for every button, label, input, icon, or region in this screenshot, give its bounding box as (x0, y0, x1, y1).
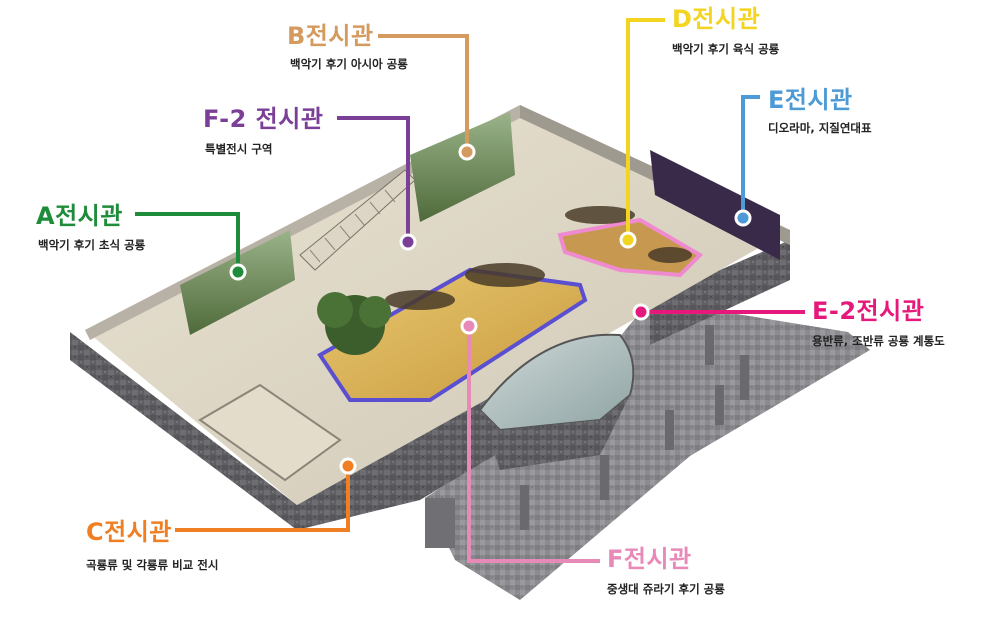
leader-line-a (135, 212, 240, 272)
hall-title-f2: F-2 전시관 (203, 105, 324, 133)
building-wall-right (650, 240, 790, 345)
leader-line-c (175, 466, 350, 532)
display-e (650, 150, 780, 260)
leader-line-b (378, 34, 469, 152)
hall-marker-f2[interactable] (399, 233, 417, 251)
leader-line-f2 (337, 116, 410, 242)
diorama-b (410, 112, 515, 222)
hall-title-f: F전시관 (607, 545, 692, 573)
staircase (299, 169, 416, 271)
hall-subtitle-f2: 특별전시 구역 (205, 142, 273, 156)
outdoor-plaza (425, 300, 870, 600)
hall-marker-f[interactable] (460, 317, 478, 335)
hall-subtitle-f: 중생대 쥬라기 후기 공룡 (607, 582, 725, 596)
leader-line-e (741, 95, 760, 218)
hall-subtitle-b: 백악기 후기 아시아 공룡 (290, 57, 408, 71)
hall-title-a: A전시관 (36, 202, 123, 230)
hall-title-b: B전시관 (287, 22, 374, 50)
room-c (198, 383, 342, 482)
hall-title-d: D전시관 (672, 5, 761, 33)
hall-subtitle-c: 곡룡류 및 각룡류 비교 전시 (86, 558, 219, 572)
hall-marker-d[interactable] (619, 231, 637, 249)
hall-marker-e2[interactable] (632, 303, 650, 321)
hall-title-c: C전시관 (86, 518, 172, 546)
hall-title-e2: E-2전시관 (812, 297, 925, 325)
hall-marker-e[interactable] (734, 209, 752, 227)
hall-marker-a[interactable] (229, 263, 247, 281)
hall-subtitle-d: 백악기 후기 육식 공룡 (672, 42, 780, 56)
hall-subtitle-e: 디오라마, 지질연대표 (768, 121, 872, 135)
plaza-columns (520, 325, 749, 530)
hall-subtitle-e2: 용반류, 조반류 공룡 계통도 (812, 334, 945, 348)
leader-line-f (467, 326, 600, 563)
hall-marker-b[interactable] (458, 143, 476, 161)
leader-line-d (626, 18, 665, 240)
hall-marker-c[interactable] (339, 457, 357, 475)
building-wall-front-left (70, 332, 297, 530)
diorama-a (180, 230, 295, 335)
glass-rotunda (478, 333, 635, 432)
hall-subtitle-a: 백악기 후기 초식 공룡 (38, 238, 146, 252)
building-wall-front (297, 390, 520, 530)
dinosaur-skeletons (385, 206, 692, 310)
hall-title-e: E전시관 (768, 86, 853, 114)
